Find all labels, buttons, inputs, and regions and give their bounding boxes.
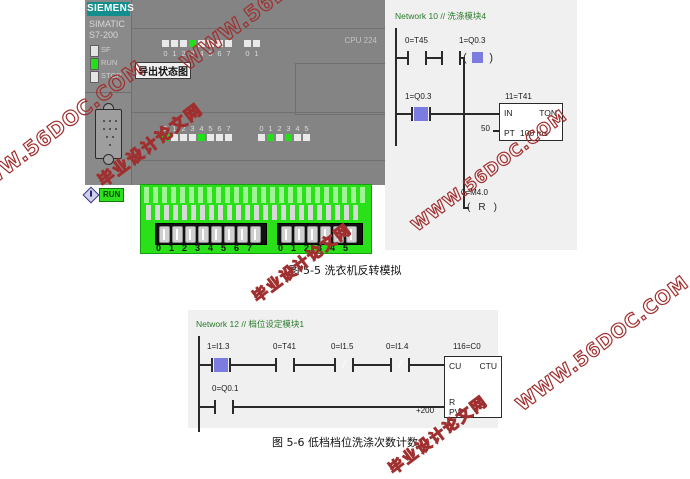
- counter-box-tag: 116=C0: [453, 342, 481, 351]
- figure-5-5-caption: 图 5-5 洗衣机反转模拟: [288, 264, 402, 277]
- contact-0-q01[interactable]: [214, 400, 234, 414]
- contact-tag-1-i13: 1=I1.3: [207, 342, 230, 351]
- port-screw-bottom-icon: [103, 154, 114, 165]
- ladder-network-10: Network 10 // 洗涤模块4 0=T45 1=Q0.3 ( ): [385, 0, 577, 250]
- timer-block-ton[interactable]: IN TON PT 100 ms: [499, 103, 563, 141]
- run-mode-badge[interactable]: RUN: [82, 186, 143, 204]
- status-led-sf: SF: [90, 44, 130, 57]
- timer-type-label: TON: [539, 108, 557, 118]
- figure-5-5: SIEMENS SIMATIC S7-200 SF RUN: [82, 0, 577, 277]
- counter-pv-value: +200: [416, 406, 435, 415]
- stop-led-label: STOP: [101, 71, 122, 80]
- faceplate-divider: [85, 92, 131, 93]
- contact-tag-0-i14: 0=I1.4: [386, 342, 409, 351]
- coil-tag-1-q03: 1=Q0.3: [459, 36, 486, 45]
- watermark-site-cn-1: 毕业设计论文网: [94, 99, 207, 191]
- watermark-site-en-1: WWW.56DOC.COM: [175, 0, 375, 76]
- plc-body: SIEMENS SIMATIC S7-200 SF RUN: [85, 0, 387, 185]
- contact-tag-0-i15: 0=I1.5: [331, 342, 354, 351]
- communication-port-icon: [93, 103, 123, 165]
- counter-type-label: CTU: [479, 361, 497, 371]
- watermark-site-cn-2: 毕业设计论文网: [249, 219, 356, 306]
- contact-0-t45[interactable]: [407, 51, 427, 65]
- terminal-screw-group-b: [277, 223, 363, 245]
- timer-pt-label: PT: [504, 128, 515, 138]
- counter-pv-label: PV: [449, 407, 461, 417]
- ladder-branch-link: [463, 57, 465, 209]
- timer-timebase-label: 100 ms: [520, 128, 548, 138]
- run-led-label: RUN: [101, 58, 118, 67]
- plc-faceplate: SIEMENS SIMATIC S7-200 SF RUN: [85, 0, 135, 185]
- model-label: S7-200: [89, 30, 119, 40]
- ladder-left-rail: [395, 28, 397, 146]
- status-led-run: RUN: [90, 57, 130, 70]
- contact-1-q03-energized[interactable]: [411, 107, 431, 121]
- ladder2-left-rail: [198, 336, 200, 432]
- coil-reset-m40[interactable]: ( R ): [467, 200, 497, 216]
- counter-block-ctu[interactable]: CU CTU R PV: [444, 356, 502, 418]
- contact-1-i13[interactable]: [211, 358, 231, 372]
- port-shell: [95, 109, 122, 159]
- network-10-title: Network 10 // 洗涤模块4: [395, 11, 487, 21]
- figure-5-6-caption: 图 5-6 低档档位洗涤次数计数: [272, 436, 418, 449]
- sf-led-indicator: [90, 45, 99, 57]
- contact-0-i15[interactable]: /: [334, 358, 354, 372]
- terminal-mid-fins: [144, 205, 368, 220]
- reset-coil-symbol: R: [478, 202, 486, 213]
- run-mode-label: RUN: [99, 188, 125, 202]
- status-led-column: SF RUN STOP: [90, 44, 130, 83]
- terminal-screw-group-a: [155, 223, 267, 245]
- figure-5-6: Network 12 // 档位设定模块1 1=I1.3 0=T41 0=I1.…: [0, 300, 690, 462]
- reset-coil-tag-m40: 0=M4.0: [461, 188, 488, 197]
- simatic-label: SIMATIC: [89, 19, 125, 29]
- siemens-logo: SIEMENS: [87, 2, 135, 16]
- contact-tag-0-t41: 0=T41: [273, 342, 296, 351]
- terminal-top-fins: [144, 187, 368, 203]
- cpu-model-label: CPU 224: [344, 36, 377, 45]
- contact-1-q03-rung1[interactable]: [441, 51, 461, 65]
- status-chart-overlay-label: 导出状态图: [135, 62, 191, 79]
- timer-box-tag: 11=T41: [505, 92, 532, 101]
- plc-simulation-image: SIEMENS SIMATIC S7-200 SF RUN: [82, 0, 387, 254]
- network-12-title: Network 12 // 档位设定模块1: [196, 319, 305, 329]
- watermark-site-en-3: WWW.56DOC.COM: [511, 271, 690, 416]
- timer-pt-value: 50: [481, 124, 490, 133]
- contact-0-t41[interactable]: [275, 358, 295, 372]
- contact-0-i14[interactable]: /: [390, 358, 410, 372]
- run-led-indicator: [90, 58, 99, 70]
- contact-tag-0-q01: 0=Q0.1: [212, 384, 239, 393]
- contact-tag-1-q03-rung2: 1=Q0.3: [405, 92, 432, 101]
- stop-led-indicator: [90, 71, 99, 83]
- counter-cu-label: CU: [449, 361, 462, 371]
- contact-tag-0-t45: 0=T45: [405, 36, 428, 45]
- watermark-site-cn-3: 毕业设计论文网: [385, 391, 492, 478]
- watermark-site-en-4: WWW.56DOC.COM: [0, 55, 149, 208]
- status-led-stop: STOP: [90, 70, 130, 83]
- ladder-network-12: Network 12 // 档位设定模块1 1=I1.3 0=T41 0=I1.…: [188, 310, 502, 432]
- sf-led-label: SF: [101, 45, 111, 54]
- counter-r-label: R: [449, 397, 456, 407]
- watermark-site-en-2: WWW.56DOC.COM: [407, 105, 572, 236]
- timer-in-label: IN: [504, 108, 513, 118]
